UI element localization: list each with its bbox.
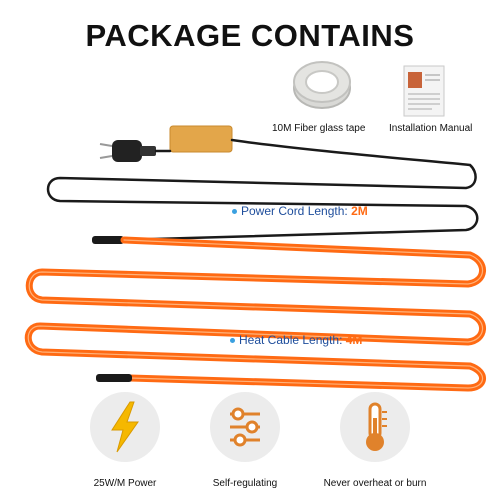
feature-never-overheat: Never overheat or burn xyxy=(320,392,430,489)
fiberglass-tape-roll xyxy=(293,61,351,109)
power-cord-length-value: 2M xyxy=(351,204,368,218)
feature-never-overheat-label: Never overheat or burn xyxy=(323,478,427,489)
sliders-icon xyxy=(230,407,260,447)
feature-power-label: 25W/M Power xyxy=(93,478,157,489)
lightning-bolt-icon xyxy=(111,401,139,453)
power-cord-length-text: Power Cord Length: xyxy=(241,204,352,218)
thermometer-icon xyxy=(366,402,387,451)
feature-self-regulating-label: Self-regulating xyxy=(212,478,278,489)
marker-dot-icon xyxy=(232,209,237,215)
page-title: PACKAGE CONTAINS xyxy=(85,18,415,53)
power-plug xyxy=(99,140,156,162)
marker-dot-icon xyxy=(230,338,235,344)
cable-joint xyxy=(92,236,124,244)
end-seal-cap xyxy=(96,374,132,382)
feature-self-regulating: Self-regulating xyxy=(190,392,300,489)
tape-caption: 10M Fiber glass tape xyxy=(272,123,366,134)
thermostat-box xyxy=(169,125,233,153)
heat-cable xyxy=(24,236,486,392)
feature-power: 25W/M Power xyxy=(70,392,180,489)
feature-power-circle xyxy=(90,392,160,462)
power-cord xyxy=(46,138,479,242)
heat-cable-length-label: Heat Cable Length: 4M xyxy=(230,333,362,347)
heat-cable-length-value: 4M xyxy=(345,333,363,347)
heat-cable-length-text: Heat Cable Length: xyxy=(239,333,346,347)
feature-never-overheat-circle xyxy=(340,392,410,462)
feature-self-regulating-circle xyxy=(210,392,280,462)
manual-caption: Installation Manual xyxy=(389,123,473,134)
power-cord-length-label: Power Cord Length: 2M xyxy=(232,204,368,218)
installation-manual xyxy=(403,65,445,117)
